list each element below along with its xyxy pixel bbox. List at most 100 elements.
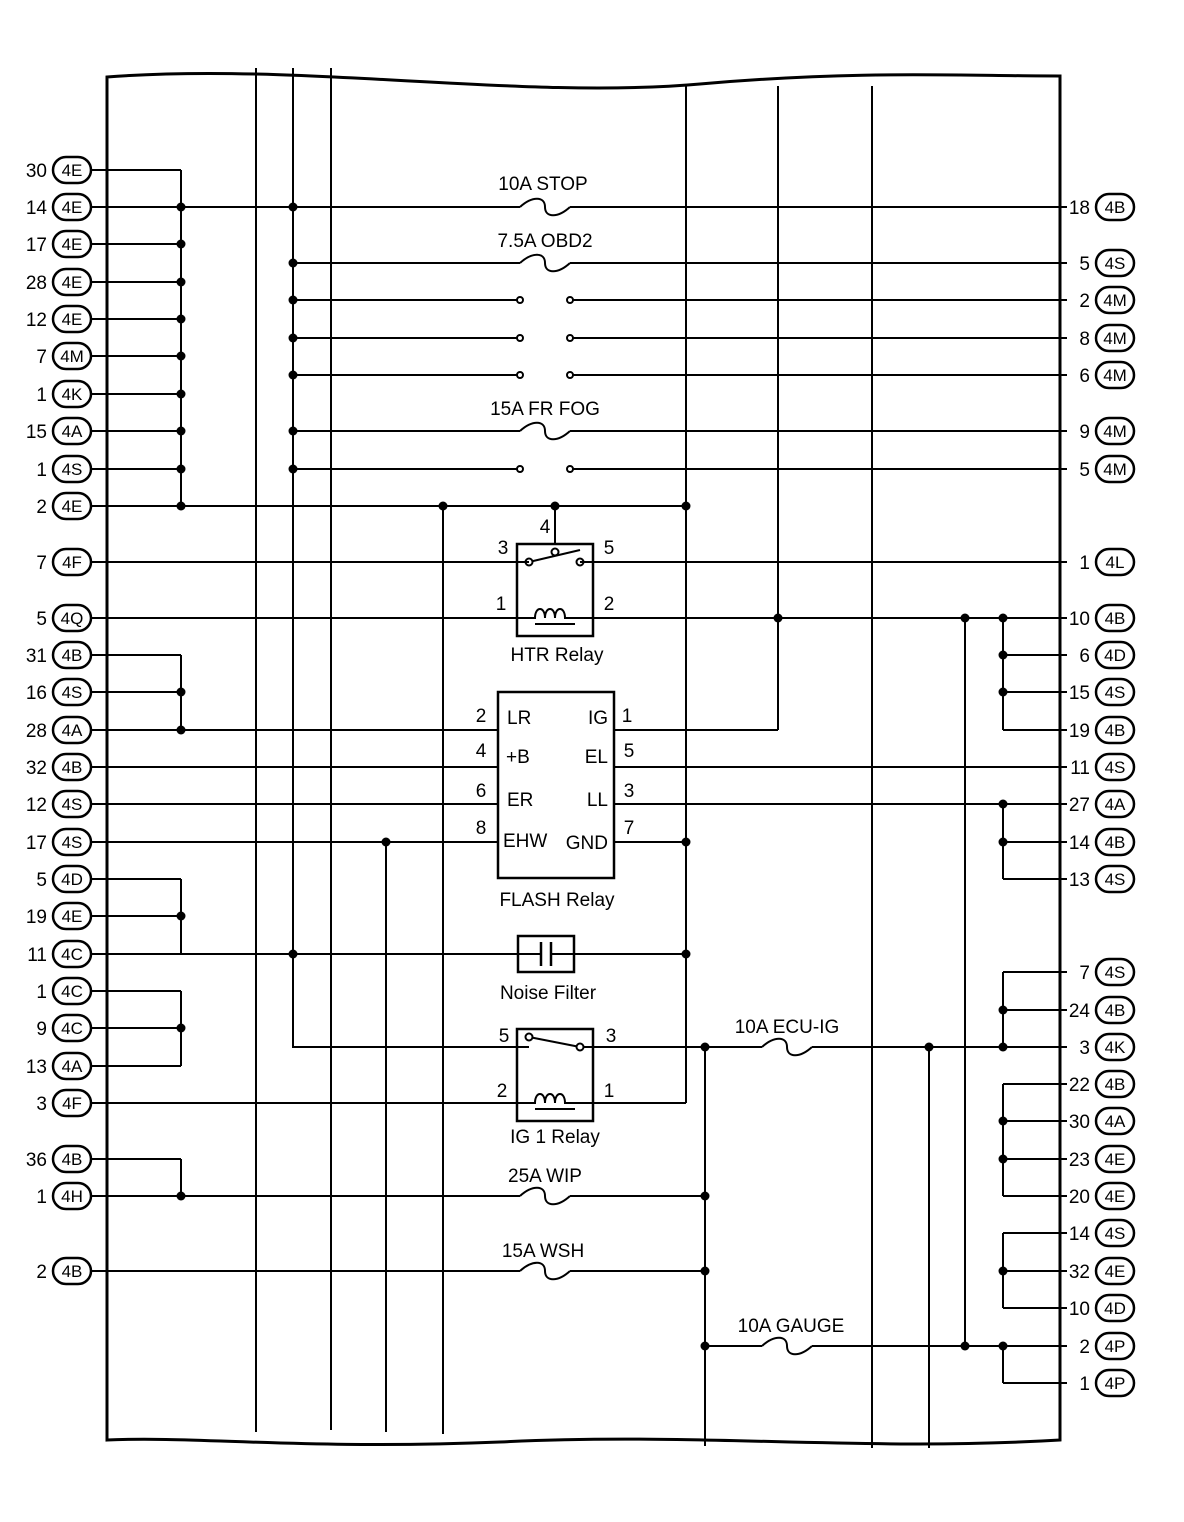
connector-pin-number: 6 [1079,366,1090,387]
connector-pin-number: 12 [26,795,47,816]
connector-pin-number: 3 [36,1094,47,1115]
connector-code: 4S [62,833,83,852]
connector-pin-number: 11 [1070,758,1090,779]
connector-badge [1094,957,1136,987]
flash-pin-2: 2 [476,706,487,727]
left-connector-labels: 4E304E144E174E284E124M74K14A154S14E24F74… [26,155,93,1286]
connector-code: 4S [1105,683,1126,702]
left-connector-9: 4E2 [36,491,93,521]
connector-badge [1094,360,1136,390]
connector-code: 4M [1103,329,1127,348]
left-connector-26: 4H 1 [36,1181,93,1211]
left-connector-21: 4C1 [36,976,93,1006]
connector-pin-number: 2 [1079,291,1090,312]
right-connector-16: 4S7 [1079,957,1136,987]
right-connector-7: 4L1 [1079,547,1136,577]
connector-code: 4A [62,422,83,441]
htr-relay: 4 3 5 1 2 HTR Relay [496,517,615,666]
connector-code: 4E [62,907,83,926]
connector-pin-number: 2 [36,1262,47,1283]
connector-badge [1094,1069,1136,1099]
right-connector-27: 4P1 [1079,1368,1136,1398]
connector-pin-number: 1 [1079,553,1090,574]
connector-code: 4B [62,1262,83,1281]
connector-badge [51,715,93,745]
connector-code: 4F [62,553,82,572]
connector-pin-number: 5 [36,609,47,630]
fuse-fr-fog-symbol [519,421,571,441]
connector-pin-number: 32 [26,758,47,779]
connector-code: 4B [1105,198,1126,217]
htr-pin-4: 4 [540,517,551,538]
connector-badge [51,1256,93,1286]
left-connector-11: 4Q 5 [36,603,93,633]
connector-code: 4S [1105,1224,1126,1243]
open-contacts [516,296,574,473]
connector-code: 4H [61,1187,83,1206]
connector-code: 4C [61,982,83,1001]
connector-pin-number: 32 [1069,1262,1090,1283]
connector-badge [1094,995,1136,1025]
connector-code: 4K [1105,1038,1126,1057]
ig1-relay-coil [517,1093,593,1104]
fuses: 10A STOP 7.5A OBD2 15A FR FOG 10A ECU-IG… [490,174,844,1356]
flash-relay: LR +B ER EHW IG EL LL GND 2 4 6 8 1 5 3 … [476,690,635,911]
connector-code: 4Q [61,609,84,628]
ig1-relay-label: IG 1 Relay [510,1127,600,1148]
connector-badge [1094,1293,1136,1323]
connector-badge [51,155,93,185]
fuse-stop-symbol [519,197,571,217]
ig1-relay: 5 3 2 1 IG 1 Relay [497,1026,617,1148]
connector-pin-number: 1 [36,1187,47,1208]
connector-badge [1094,603,1136,633]
connector-code: 4E [62,198,83,217]
right-connector-2: 4M2 [1079,285,1136,315]
fuse-fr-fog-label: 15A FR FOG [490,399,600,420]
flash-pin-6: 6 [476,781,487,802]
left-connector-18: 4D5 [36,864,93,894]
connector-pin-number: 15 [1069,683,1090,704]
connector-code: 4E [62,273,83,292]
connector-code: 4A [62,721,83,740]
connector-pin-number: 14 [1069,1224,1091,1245]
connector-code: 4B [1105,1075,1126,1094]
connector-code: 4S [1105,870,1126,889]
connector-pin-number: 30 [26,161,47,182]
right-connector-4: 4M6 [1079,360,1136,390]
junction-dots [176,202,1008,1351]
connector-code: 4E [62,235,83,254]
connector-badge [51,454,93,484]
connector-badge [1094,1032,1136,1062]
connector-badge [1094,1331,1136,1361]
left-connector-22: 4C9 [36,1013,93,1043]
fuse-gauge-symbol [761,1336,813,1356]
flash-pin-1: 1 [622,706,633,727]
connector-pin-number: 28 [26,721,47,742]
fuse-wsh-label: 15A WSH [502,1241,584,1262]
flash-term-ig: IG [588,708,608,729]
connector-pin-number: 7 [1079,963,1090,984]
connector-pin-number: 36 [26,1150,47,1171]
connector-badge [51,379,93,409]
connector-badge [1094,1218,1136,1248]
connector-badge [51,1088,93,1118]
htr-pin-1: 1 [496,594,507,615]
flash-pin-5: 5 [624,741,635,762]
connector-code: 4P [1105,1337,1126,1356]
connector-code: 4K [62,385,83,404]
connector-badge [1094,416,1136,446]
connector-badge [1094,1144,1136,1174]
right-connector-labels: 4B184S54M24M84M64M94M54L14B104D64S154B19… [1069,192,1136,1398]
connector-code: 4E [62,161,83,180]
connector-badge [51,939,93,969]
